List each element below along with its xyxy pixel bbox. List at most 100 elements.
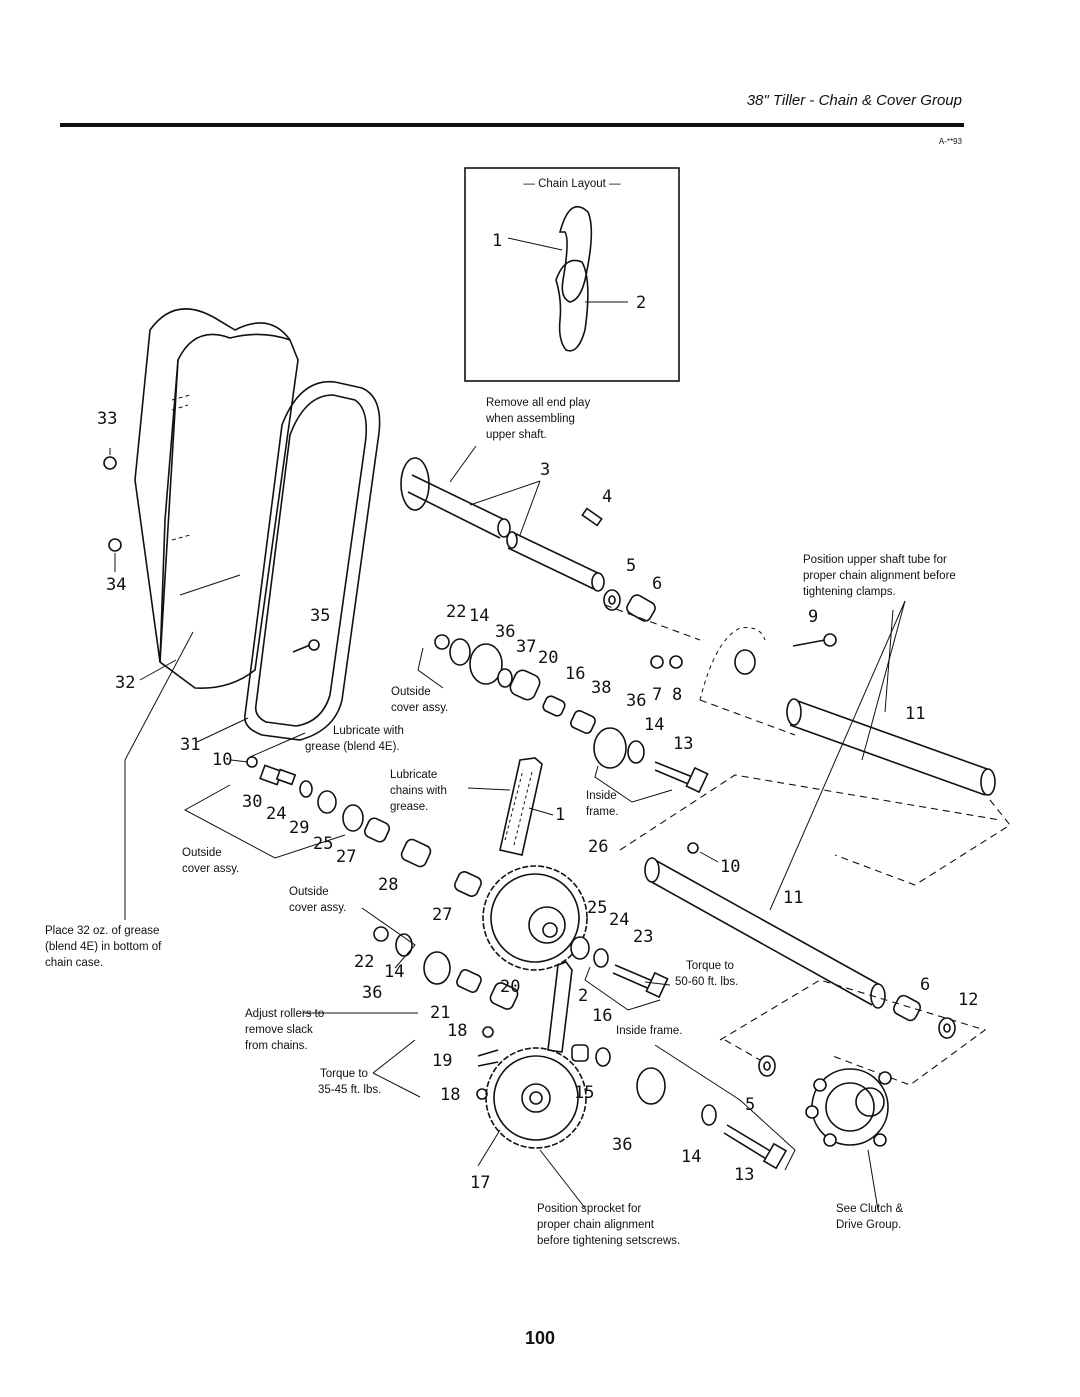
outside-cover-group-lower: [361, 907, 519, 1100]
nut-34: [108, 538, 122, 552]
note-torque-1: Torque to 50-60 ft. lbs.: [675, 960, 738, 988]
inset-leader-1: [507, 237, 563, 251]
callout-36a: 36: [362, 983, 382, 1003]
callout-18b: 18: [440, 1085, 460, 1105]
note-lubricate-grease: Lubricate with grease (blend 4E).: [305, 725, 407, 753]
note-outside-cover-1: Outside cover assy.: [391, 686, 448, 714]
note-inside-frame-2: Inside frame.: [616, 1025, 682, 1037]
bolt-35: [292, 644, 311, 653]
callout-31: 31: [180, 735, 200, 755]
callout-16b: 16: [592, 1006, 612, 1026]
callout-11b: 11: [783, 888, 803, 908]
callout-6b: 6: [920, 975, 930, 995]
note-inside-frame-1: Inside frame.: [586, 790, 620, 818]
key-4: [581, 507, 603, 527]
callout-32: 32: [115, 673, 135, 693]
clamp-assembly: [650, 627, 837, 701]
callout-4: 4: [602, 487, 612, 507]
notes: Remove all end play when assembling uppe…: [45, 397, 959, 1247]
inset-chain-2: [555, 259, 589, 352]
note-adjust-rollers: Adjust rollers to remove slack from chai…: [245, 1008, 327, 1052]
callout-numbers: 33 34 35 32 31 10 30 24 29 25 27 28 27 2…: [97, 409, 978, 1193]
callout-27a: 27: [336, 847, 356, 867]
callout-25: 25: [313, 834, 333, 854]
callout-18a: 18: [447, 1021, 467, 1041]
note-end-play: Remove all end play when assembling uppe…: [485, 397, 593, 441]
note-see-clutch: See Clutch & Drive Group.: [836, 1203, 906, 1231]
note-shaft-tube: Position upper shaft tube for proper cha…: [803, 554, 959, 598]
upper-shaft-right: [507, 531, 601, 591]
callout-28: 28: [378, 875, 398, 895]
callout-22b: 22: [446, 602, 466, 622]
sprocket-26: [482, 865, 588, 971]
page-header-title: 38" Tiller - Chain & Cover Group: [746, 92, 962, 109]
upper-roller-group: [417, 634, 596, 734]
callout-10b: 10: [720, 857, 740, 877]
washer-5-lower: [758, 1055, 776, 1077]
callout-9: 9: [808, 607, 818, 627]
callout-20a: 20: [538, 648, 558, 668]
callout-14b: 14: [469, 606, 489, 626]
callout-12: 12: [958, 990, 978, 1010]
callout-15: 15: [574, 1083, 594, 1103]
inset-frame: [464, 167, 680, 382]
callout-3: 3: [540, 460, 550, 480]
callout-38: 38: [591, 678, 611, 698]
callout-36b: 36: [495, 622, 515, 642]
callout-19: 19: [432, 1051, 452, 1071]
figure-code: A-**93: [938, 137, 962, 146]
note-place-grease: Place 32 oz. of grease (blend 4E) in bot…: [45, 925, 165, 969]
callout-36c: 36: [626, 691, 646, 711]
upper-sprocket: [400, 457, 430, 511]
note-lubricate-chains: Lubricate chains with grease.: [390, 769, 450, 813]
callout-17: 17: [470, 1173, 490, 1193]
note-position-sprocket: Position sprocket for proper chain align…: [537, 1203, 680, 1247]
drive-hub: [758, 1055, 892, 1147]
bolt-33: [103, 456, 117, 470]
callout-26: 26: [588, 837, 608, 857]
header-rule: [60, 123, 964, 127]
page-number: 100: [524, 1328, 556, 1348]
callout-5b: 5: [745, 1095, 755, 1115]
callout-24: 24: [266, 804, 286, 824]
note-torque-2: Torque to 35-45 ft. lbs.: [318, 1068, 381, 1096]
callout-20b: 20: [500, 977, 520, 997]
seal-12: [938, 1017, 956, 1039]
upper-shaft-left: [407, 474, 506, 539]
callout-11a: 11: [905, 704, 925, 724]
callout-10: 10: [212, 750, 232, 770]
callout-13b: 13: [734, 1165, 754, 1185]
callout-34: 34: [106, 575, 126, 595]
note-outside-cover-3: Outside cover assy.: [289, 886, 346, 914]
callout-23: 23: [633, 927, 653, 947]
callout-33: 33: [97, 409, 117, 429]
sprocket-17: [485, 1047, 587, 1149]
upper-shaft-tube: [604, 604, 1011, 886]
callout-24b: 24: [609, 910, 629, 930]
washer-5: [603, 589, 621, 611]
inset-title: — Chain Layout —: [523, 178, 621, 190]
callout-35: 35: [310, 606, 330, 626]
callout-30: 30: [242, 792, 262, 812]
chain-layout-inset: — Chain Layout — 1 2: [464, 167, 680, 382]
nut-8: [669, 655, 683, 669]
inside-frame-lower: [570, 936, 796, 1171]
bearing-6: [626, 594, 656, 622]
callout-13a: 13: [673, 734, 693, 754]
callout-16a: 16: [565, 664, 585, 684]
callout-29: 29: [289, 818, 309, 838]
callout-37: 37: [516, 637, 536, 657]
callout-27b: 27: [432, 905, 452, 925]
chain-case-cover: [134, 308, 299, 689]
nut-10-right: [687, 842, 699, 854]
callout-14c: 14: [644, 715, 664, 735]
callout-2: 2: [578, 986, 588, 1006]
callout-21: 21: [430, 1003, 450, 1023]
callout-6: 6: [652, 574, 662, 594]
leader-lines: [124, 445, 906, 1211]
drive-chain-2: [547, 961, 573, 1053]
drive-chain-1: [499, 757, 543, 856]
callout-14d: 14: [681, 1147, 701, 1167]
callout-36d: 36: [612, 1135, 632, 1155]
